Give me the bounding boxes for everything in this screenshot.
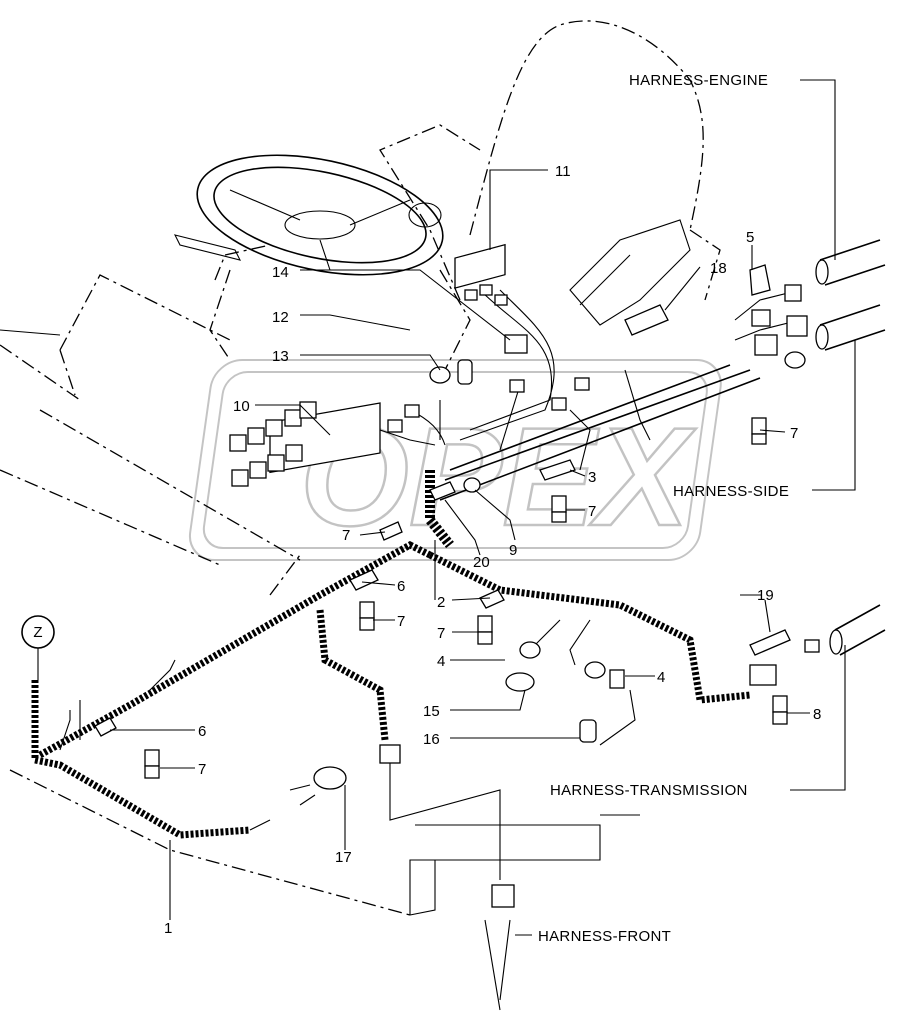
harness-side-label: HARNESS-SIDE bbox=[673, 483, 789, 500]
callout-7: 7 bbox=[397, 613, 405, 630]
harness-front-label: HARNESS-FRONT bbox=[538, 928, 671, 945]
bolts bbox=[144, 417, 788, 779]
callout-11: 11 bbox=[555, 163, 571, 180]
callout-2: 2 bbox=[437, 594, 445, 611]
callout-numbers: 11 14 12 13 10 5 18 7 3 7 7 9 20 6 2 7 7… bbox=[164, 163, 821, 937]
relays-and-connectors bbox=[229, 243, 820, 908]
leader-lines bbox=[37, 79, 856, 936]
callout-12: 12 bbox=[272, 309, 289, 326]
callout-7: 7 bbox=[790, 425, 798, 442]
view-marker-label: Z bbox=[33, 624, 42, 641]
callout-14: 14 bbox=[272, 264, 289, 281]
callout-5: 5 bbox=[746, 229, 754, 246]
callout-19: 19 bbox=[757, 587, 774, 604]
callout-7: 7 bbox=[198, 761, 206, 778]
callout-3: 3 bbox=[588, 469, 596, 486]
callout-13: 13 bbox=[272, 348, 289, 365]
watermark-logo: OPEX bbox=[188, 359, 722, 561]
tractor-outline bbox=[0, 20, 721, 916]
callout-4: 4 bbox=[657, 669, 665, 686]
harness-transmission-label: HARNESS-TRANSMISSION bbox=[550, 782, 748, 799]
callout-9: 9 bbox=[509, 542, 517, 559]
callout-6: 6 bbox=[397, 578, 405, 595]
view-marker: Z bbox=[21, 615, 55, 649]
callout-18: 18 bbox=[710, 260, 727, 277]
callout-15: 15 bbox=[423, 703, 440, 720]
harness-engine-label: HARNESS-ENGINE bbox=[629, 72, 768, 89]
clamps bbox=[94, 459, 576, 737]
callout-1: 1 bbox=[164, 920, 172, 937]
callout-7: 7 bbox=[588, 503, 596, 520]
callout-4: 4 bbox=[437, 653, 445, 670]
callout-16: 16 bbox=[423, 731, 440, 748]
callout-20: 20 bbox=[473, 554, 490, 571]
callout-7: 7 bbox=[437, 625, 445, 642]
harness-tubes bbox=[815, 239, 886, 656]
callout-6: 6 bbox=[198, 723, 206, 740]
callout-8: 8 bbox=[813, 706, 821, 723]
callout-7: 7 bbox=[342, 527, 350, 544]
callout-17: 17 bbox=[335, 849, 352, 866]
callout-10: 10 bbox=[233, 398, 250, 415]
